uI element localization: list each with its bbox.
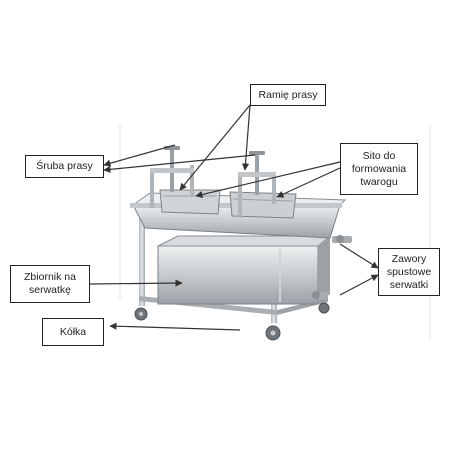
label-press-arm: Ramię prasy [250, 84, 326, 106]
curd-sieves [159, 189, 297, 219]
press-arms [150, 165, 276, 218]
cheese-press-machine [130, 146, 352, 341]
label-drain-valves: Zawory spustowe serwatki [378, 248, 440, 296]
wheels [134, 302, 330, 341]
whey-tank [157, 235, 332, 305]
pointer-arrows [89, 104, 379, 331]
label-wheels: Kółka [42, 318, 104, 346]
label-curd-sieve: Sito do formowania twarogu [340, 143, 418, 195]
label-whey-tank: Zbiornik na serwatkę [10, 265, 90, 303]
drain-valves [308, 235, 352, 299]
label-press-screw: Śruba prasy [25, 155, 104, 178]
